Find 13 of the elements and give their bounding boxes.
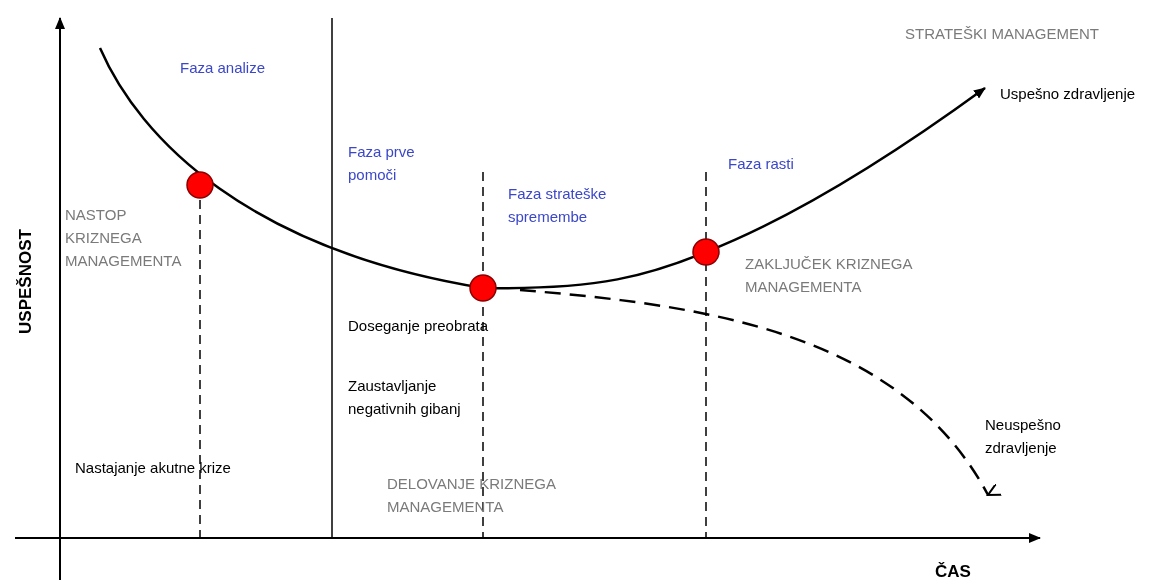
phase-label: Faza prve pomoči — [348, 142, 416, 185]
milestone-label: NASTOP KRIZNEGA MANAGEMENTA — [65, 205, 183, 271]
outcome-label: Neuspešno zdravljenje — [985, 415, 1062, 458]
axis-label: USPEŠNOST — [14, 228, 36, 336]
axis-label: ČAS — [935, 561, 971, 583]
outcome-label: Uspešno zdravljenje — [1000, 84, 1136, 104]
annotation: Zaustavljanje negativnih gibanj — [348, 376, 462, 419]
phase-label: Faza analize — [180, 58, 266, 78]
annotation: Nastajanje akutne krize — [75, 458, 231, 478]
phase-label: Faza strateške spremembe — [508, 184, 608, 227]
phase-label: Faza rasti — [728, 154, 794, 174]
section-label: STRATEŠKI MANAGEMENT — [905, 24, 1099, 44]
milestone-label: ZAKLJUČEK KRIZNEGA MANAGEMENTA — [745, 254, 914, 297]
